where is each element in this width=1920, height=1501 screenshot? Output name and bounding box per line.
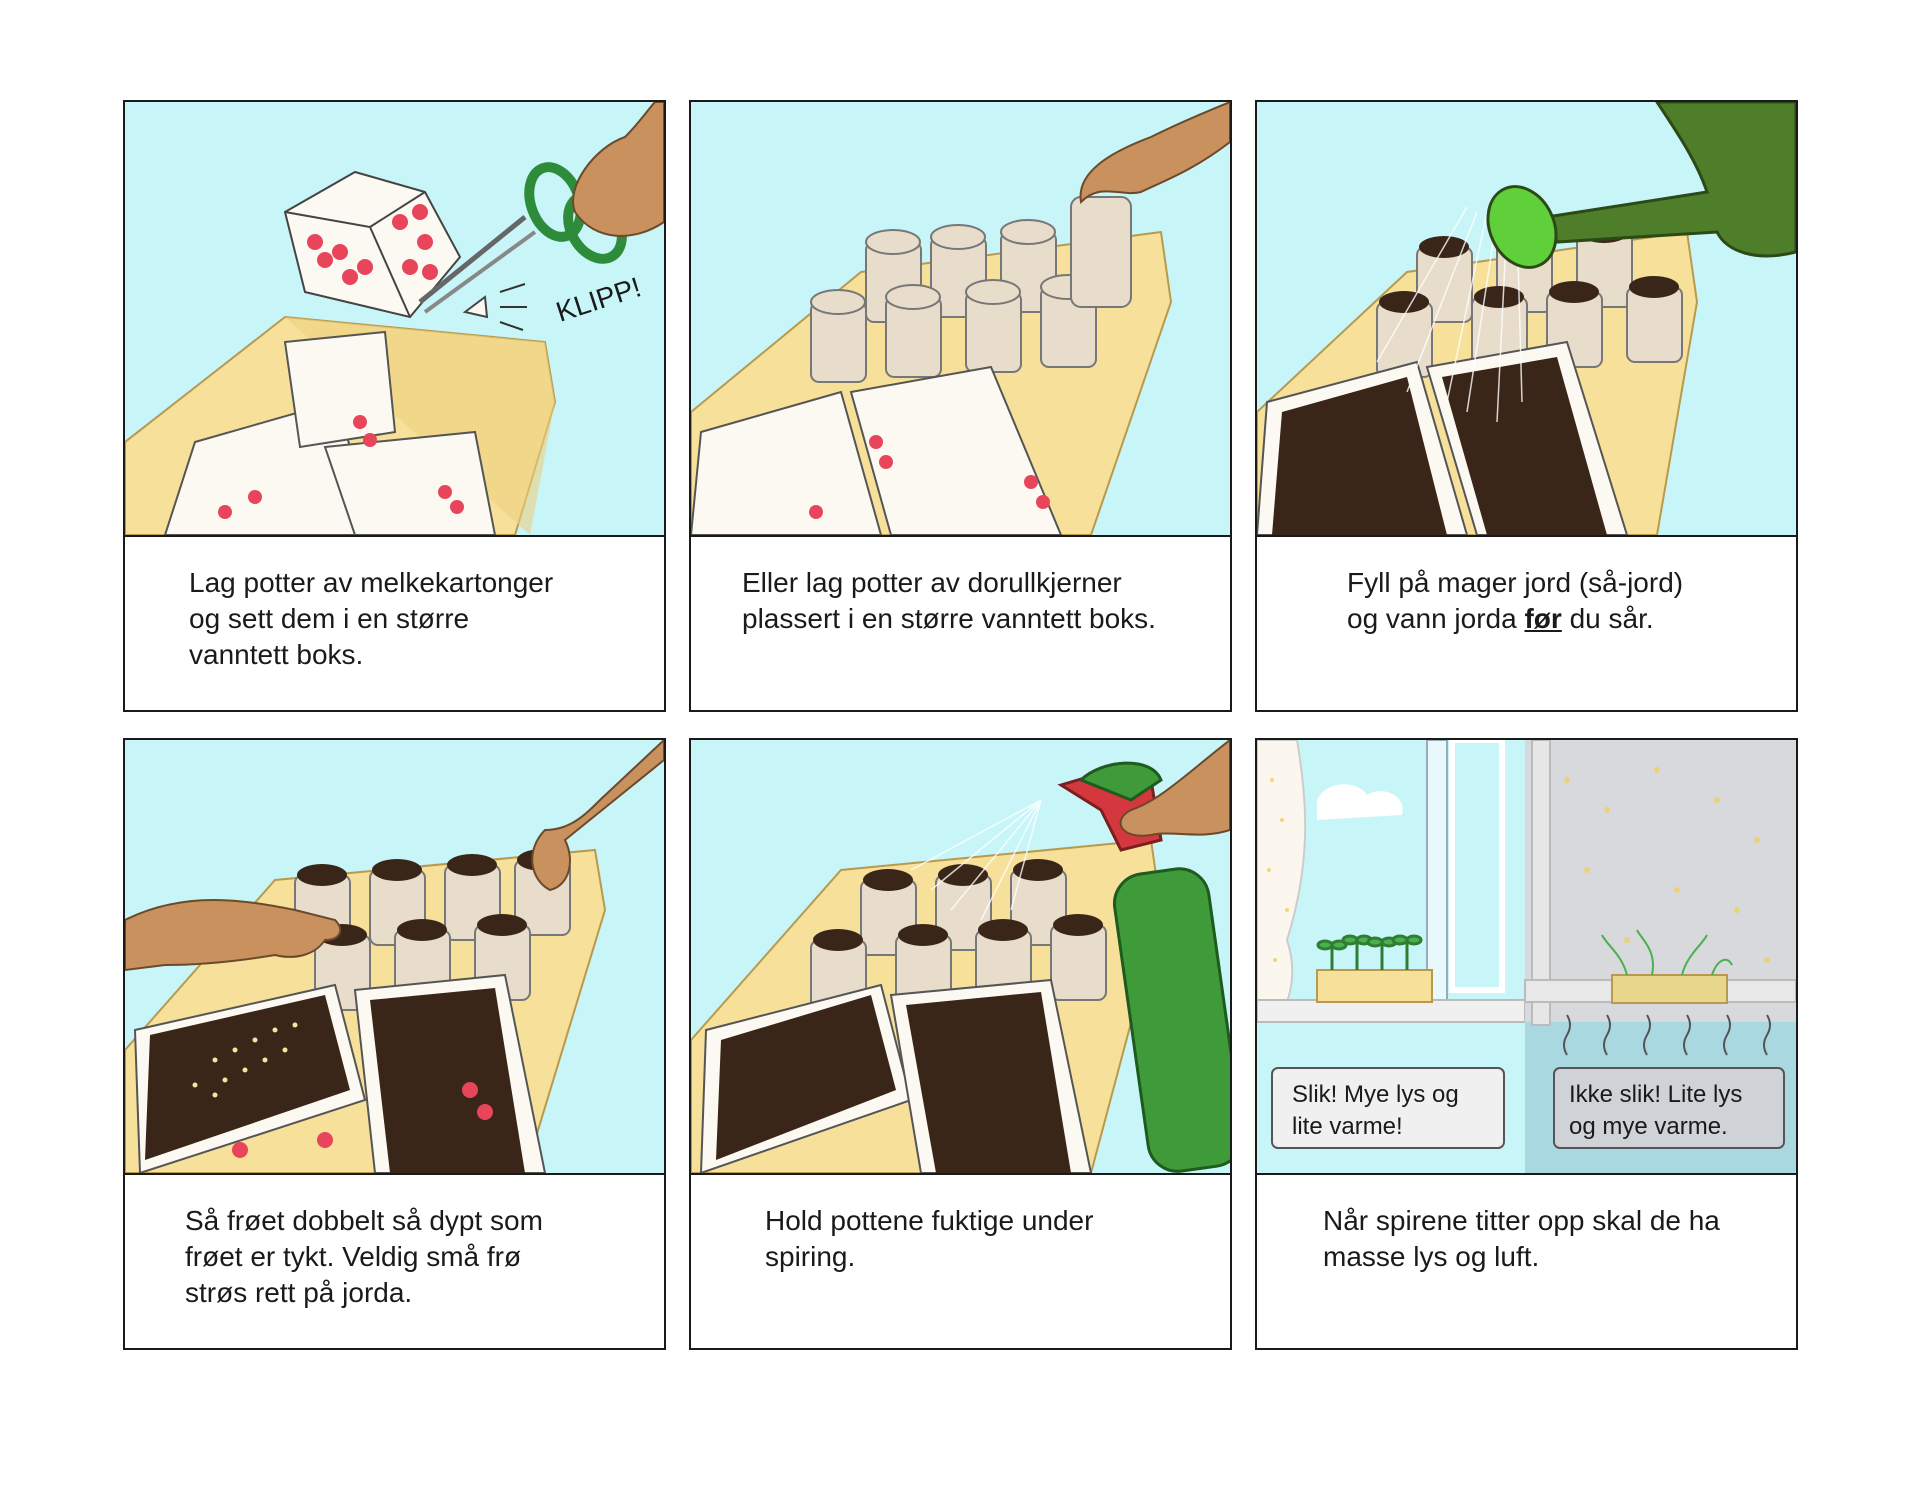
panel-3-caption: Fyll på mager jord (så-jord) og vann jor…	[1257, 537, 1796, 710]
panel-1-caption: Lag potter av melkekartonger og sett dem…	[125, 537, 664, 710]
illustration-watering-can	[1257, 102, 1796, 535]
panel-divider	[125, 535, 664, 537]
panel-divider	[125, 1173, 664, 1175]
illustration-cut-milk-cartons: KLIPP!	[125, 102, 664, 535]
panel-2-toilet-roll-pots: Eller lag potter av dorullkjerner plasse…	[689, 100, 1232, 712]
caption-line: spiring.	[765, 1241, 856, 1272]
caption-line: frøet er tykt. Veldig små frø	[185, 1241, 522, 1272]
bubble-bad	[1553, 1067, 1785, 1149]
panel-3-fill-soil-water: Fyll på mager jord (så-jord) og vann jor…	[1255, 100, 1798, 712]
panel-divider	[1257, 535, 1796, 537]
caption-line: og sett dem i en større	[189, 603, 470, 634]
bubble-good	[1271, 1067, 1505, 1149]
panel-6-light-and-air: Slik! Mye lys og lite varme! Ikke slik! …	[1255, 738, 1798, 1350]
illustration-toilet-roll-tubes	[691, 102, 1230, 535]
illustration-spray-bottle	[691, 740, 1230, 1173]
panel-6-caption: Når spirene titter opp skal de ha masse …	[1257, 1175, 1796, 1348]
caption-line: Eller lag potter av dorullkjerner	[742, 567, 1122, 598]
panel-divider	[1257, 1173, 1796, 1175]
caption-line: Lag potter av melkekartonger	[189, 567, 554, 598]
caption-line: Når spirene titter opp skal de ha	[1323, 1205, 1720, 1236]
caption-line: Hold pottene fuktige under	[765, 1205, 1094, 1236]
illustration-window-comparison: Slik! Mye lys og lite varme! Ikke slik! …	[1257, 740, 1796, 1173]
bubble-good-line: lite varme!	[1292, 1113, 1403, 1140]
caption-line: plassert i en større vanntett boks.	[742, 603, 1156, 634]
caption-line: strøs rett på jorda.	[185, 1277, 413, 1308]
caption-line: masse lys og luft.	[1323, 1241, 1540, 1272]
illustration-sowing-seeds	[125, 740, 664, 1173]
panel-divider	[691, 1173, 1230, 1175]
panel-2-caption: Eller lag potter av dorullkjerner plasse…	[691, 537, 1230, 710]
caption-line: Så frøet dobbelt så dypt som	[185, 1205, 543, 1236]
caption-line: og vann jorda før du sår.	[1347, 601, 1683, 637]
panel-1-milk-carton-pots: KLIPP! Lag potter av melkekartonger og s…	[123, 100, 666, 712]
caption-text: og vann jorda	[1347, 603, 1525, 634]
caption-text: du sår.	[1561, 603, 1654, 634]
panel-4-sowing-seeds: Så frøet dobbelt så dypt som frøet er ty…	[123, 738, 666, 1350]
panel-divider	[691, 535, 1230, 537]
panel-5-keep-moist: Hold pottene fuktige under spiring.	[689, 738, 1232, 1350]
bubble-bad-line: og mye varme.	[1569, 1113, 1728, 1140]
bubble-bad-line: Ikke slik! Lite lys	[1569, 1081, 1742, 1108]
caption-emphasis: før	[1524, 603, 1562, 634]
panel-5-caption: Hold pottene fuktige under spiring.	[691, 1175, 1230, 1348]
panel-4-caption: Så frøet dobbelt så dypt som frøet er ty…	[125, 1175, 664, 1348]
caption-line: Fyll på mager jord (så-jord)	[1347, 567, 1684, 598]
bubble-good-line: Slik! Mye lys og	[1292, 1081, 1459, 1108]
caption-line: vanntett boks.	[189, 639, 364, 670]
